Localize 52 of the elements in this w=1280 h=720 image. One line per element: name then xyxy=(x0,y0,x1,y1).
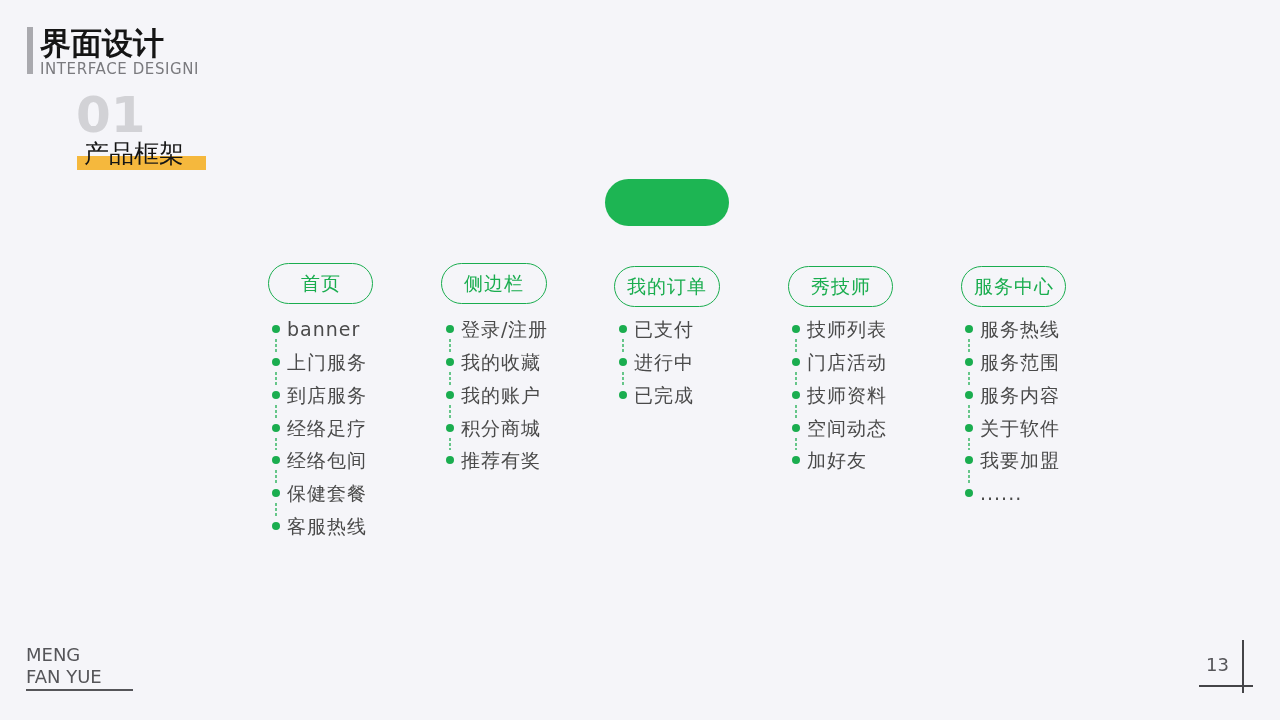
list-item-text: 技师列表 xyxy=(807,319,887,339)
dashed-connector xyxy=(968,469,970,484)
dashed-connector xyxy=(275,437,277,451)
dashed-connector xyxy=(795,371,797,386)
dashed-connector xyxy=(968,338,970,353)
dashed-connector xyxy=(795,338,797,353)
list-item-text: 经络足疗 xyxy=(287,418,367,438)
list-item-text: 保健套餐 xyxy=(287,483,367,503)
list-item-text: 关于软件 xyxy=(980,418,1060,438)
list-item-text: 我要加盟 xyxy=(980,450,1060,470)
list-item-text: ...... xyxy=(980,483,1023,503)
list-item-text: 进行中 xyxy=(634,352,694,372)
list-item-text: 门店活动 xyxy=(807,352,887,372)
dashed-connector xyxy=(275,338,277,353)
list-item-text: 技师资料 xyxy=(807,385,887,405)
list-item-text: 加好友 xyxy=(807,450,867,470)
list-item-text: 服务热线 xyxy=(980,319,1060,339)
dashed-connector xyxy=(795,404,797,419)
dashed-connector xyxy=(449,404,451,419)
list-item-text: 我的收藏 xyxy=(461,352,541,372)
list-item-text: 推荐有奖 xyxy=(461,450,541,470)
dashed-connector xyxy=(449,437,451,451)
list-item-text: 积分商城 xyxy=(461,418,541,438)
dashed-connector xyxy=(968,437,970,451)
list-item-text: 我的账户 xyxy=(461,385,541,405)
list-item-text: 服务内容 xyxy=(980,385,1060,405)
list-item-text: banner xyxy=(287,319,361,339)
dashed-connector xyxy=(275,371,277,386)
dashed-connector xyxy=(622,338,624,353)
dashed-connector xyxy=(275,404,277,419)
list-item-text: 空间动态 xyxy=(807,418,887,438)
list-item-text: 已完成 xyxy=(634,385,694,405)
list-item-text: 服务范围 xyxy=(980,352,1060,372)
list-item-text: 经络包间 xyxy=(287,450,367,470)
dashed-connector xyxy=(622,371,624,386)
root-pill xyxy=(605,179,729,226)
dashed-connector xyxy=(449,371,451,386)
list-item-text: 已支付 xyxy=(634,319,694,339)
list-item-text: 登录/注册 xyxy=(461,319,549,339)
author-name: MENG FAN YUE xyxy=(26,644,103,688)
dashed-connector xyxy=(968,404,970,419)
dashed-connector xyxy=(449,338,451,353)
dashed-connector xyxy=(795,437,797,451)
page-subtitle: INTERFACE DESIGNI xyxy=(40,61,200,77)
dashed-connector xyxy=(275,502,277,517)
list-item-text: 到店服务 xyxy=(287,385,367,405)
dashed-connector xyxy=(275,469,277,484)
dashed-connector xyxy=(968,371,970,386)
list-item-text: 客服热线 xyxy=(287,516,367,536)
list-item-text: 上门服务 xyxy=(287,352,367,372)
page-title: 界面设计 xyxy=(40,25,164,61)
page-number: 13 xyxy=(1206,654,1229,676)
